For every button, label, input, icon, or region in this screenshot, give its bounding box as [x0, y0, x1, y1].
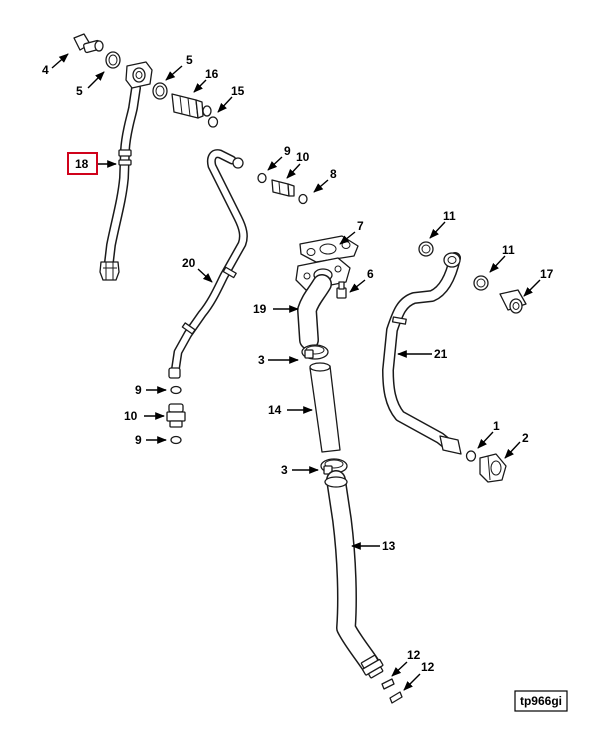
callout-2: 2 [522, 431, 529, 445]
callout-6: 6 [367, 267, 374, 281]
callout-labels: 4 5 5 16 15 18 9 10 8 7 20 6 11 11 17 19… [42, 53, 554, 674]
callout-11: 11 [443, 209, 456, 223]
part-10-union-upper [271, 179, 295, 197]
part-4-bolt [73, 33, 104, 54]
part-5-washer-left [105, 51, 121, 69]
callout-11: 11 [502, 243, 515, 257]
callout-9: 9 [284, 144, 291, 158]
callout-18: 18 [75, 157, 89, 171]
callout-5: 5 [186, 53, 193, 67]
callout-12: 12 [421, 660, 435, 674]
reference-code: tp966gi [520, 694, 562, 708]
part-15-oring [207, 116, 219, 128]
part-9-washer-mid [170, 385, 182, 395]
part-8-oring [298, 193, 308, 205]
callout-21: 21 [434, 347, 448, 361]
part-9-washer-lower [170, 435, 182, 445]
part-7-gasket [299, 235, 359, 263]
callout-10: 10 [124, 409, 138, 423]
part-3-clamp-upper [301, 344, 329, 360]
part-6-bolt [336, 281, 347, 299]
callout-10: 10 [296, 150, 310, 164]
callout-12: 12 [407, 648, 421, 662]
callout-7: 7 [357, 219, 364, 233]
reference-code-box: tp966gi [514, 690, 568, 712]
callout-13: 13 [382, 539, 396, 553]
tube-13 [324, 470, 384, 679]
callout-4: 4 [42, 63, 49, 77]
part-11-washer-upper [418, 241, 434, 257]
callout-5: 5 [76, 84, 83, 98]
part-2-plug [479, 453, 507, 483]
leader-lines [51, 53, 541, 691]
callout-3: 3 [258, 353, 265, 367]
part-17-banjo-bolt [499, 289, 527, 314]
callout-1: 1 [493, 419, 500, 433]
part-11-washer-lower [473, 275, 489, 291]
banjo-block [125, 61, 153, 89]
part-16-connector [171, 93, 212, 119]
callout-16: 16 [205, 67, 219, 81]
tube-20 [168, 149, 248, 379]
part-3-clamp-lower [320, 458, 348, 475]
part-10-union-lower [166, 403, 186, 428]
part-9-washer-upper [257, 172, 267, 184]
tube-21 [382, 252, 462, 455]
part-12-clip-lower [389, 691, 403, 704]
tube-18 [99, 83, 141, 281]
part-1-oring [465, 450, 477, 462]
part-5-washer-right [152, 82, 168, 100]
callout-20: 20 [182, 256, 196, 270]
callout-15: 15 [231, 84, 245, 98]
callout-9: 9 [135, 383, 142, 397]
part-12-clip-upper [381, 678, 395, 690]
tube-19 [297, 274, 332, 350]
callout-8: 8 [330, 167, 337, 181]
callout-3: 3 [281, 463, 288, 477]
callout-highlight-box [67, 152, 98, 175]
callout-17: 17 [540, 267, 554, 281]
callout-9: 9 [135, 433, 142, 447]
callout-19: 19 [253, 302, 267, 316]
callout-14: 14 [268, 403, 282, 417]
tube-14 [309, 362, 341, 453]
